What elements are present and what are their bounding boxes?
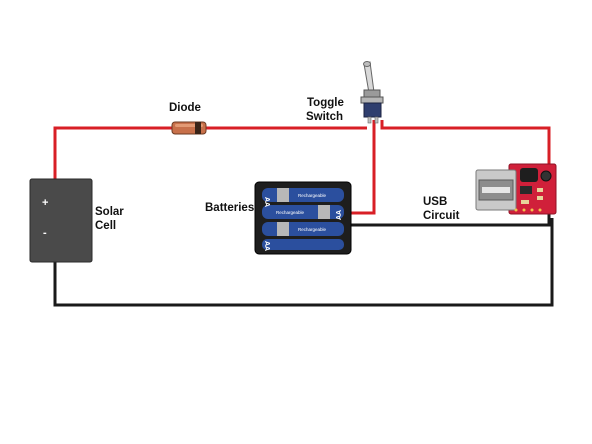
usb-chip-ic [520,186,532,194]
battery-cell-2-cap [318,205,330,219]
toggle-lever-tip [363,61,371,67]
label-usb-circuit-line1: USB [423,196,447,208]
battery-aa-label-left: AA [263,197,270,207]
solar-cell-plus: + [42,197,48,209]
label-diode: Diode [169,102,201,114]
battery-cell-1: Rechargeable [262,188,344,202]
wire-switch-to-usb [380,120,551,168]
battery-cell-3: Rechargeable [262,222,344,236]
solar-cell-panel [29,178,93,263]
battery-cell-1-cap [277,188,289,202]
label-solar-cell-line1: Solar [95,206,124,218]
battery-aa-label-bottom: AA [263,241,270,251]
diode [171,121,207,135]
usb-pad-1 [514,208,518,212]
usb-component-3 [521,200,529,204]
toggle-nut [360,96,384,104]
wire-solar-to-diode [53,126,172,179]
usb-component-2 [537,196,543,200]
label-batteries: Batteries [205,202,254,214]
battery-aa-label-right: AA [336,210,343,220]
wire-battery-to-usb [351,213,551,227]
toggle-switch [360,61,384,124]
usb-capacitor [540,170,552,182]
battery-cell-2-text: Rechargeable [276,210,305,215]
toggle-base [363,102,382,118]
negative-wires [53,213,554,307]
battery-cell-4-body [262,239,344,250]
usb-chip-inductor [520,168,538,182]
usb-pad-3 [530,208,534,212]
solar-cell-minus: - [43,227,47,239]
positive-wires [53,120,551,215]
label-toggle-switch-line1: Toggle [307,97,344,109]
labels: Diode Toggle Switch Solar Cell Batteries… [95,97,460,232]
battery-cell-3-cap [277,222,289,236]
label-usb-circuit-line2: Circuit [423,210,460,222]
battery-cell-3-text: Rechargeable [298,227,327,232]
usb-pad-4 [538,208,542,212]
toggle-terminal-right [374,116,379,124]
usb-port-tongue [482,187,510,193]
wire-solar-to-usb [53,218,554,307]
battery-cell-1-text: Rechargeable [298,193,327,198]
diode-cathode-band [195,122,201,134]
toggle-bushing [363,89,381,98]
battery-pack: Rechargeable Rechargeable Rechargeable A… [254,181,352,255]
usb-circuit [475,163,557,215]
battery-cell-4 [262,239,344,250]
label-solar-cell-line2: Cell [95,220,116,232]
wire-switch-to-battery [351,120,376,215]
usb-component-1 [537,188,543,192]
solar-cell: + - [29,178,93,263]
toggle-terminal-left [367,116,372,124]
label-toggle-switch-line2: Switch [306,111,343,123]
usb-pad-2 [522,208,526,212]
battery-cell-2: Rechargeable [262,205,344,219]
